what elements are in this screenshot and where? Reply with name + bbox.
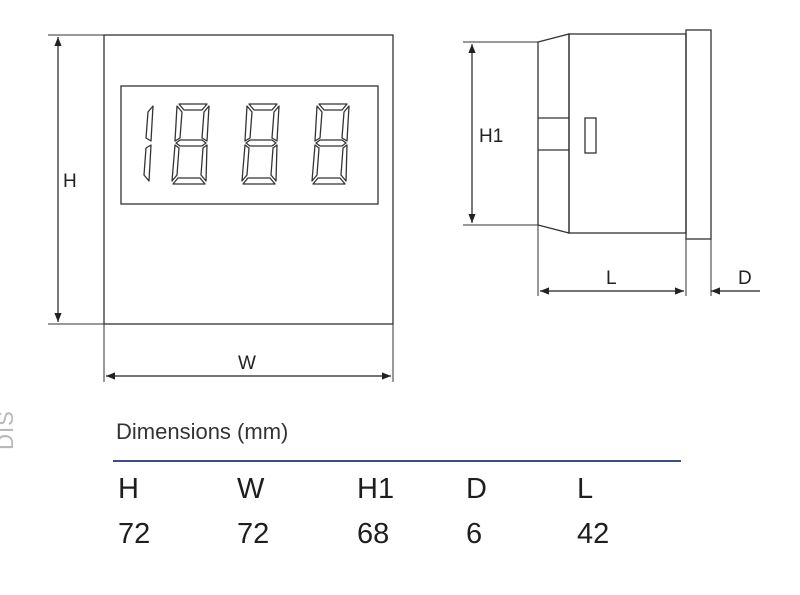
value-l: 42: [577, 518, 610, 550]
front-panel-outline: [103, 34, 394, 325]
display-window: [120, 85, 379, 205]
side-body: [568, 33, 687, 234]
header-h: H: [118, 473, 139, 505]
side-slot: [584, 117, 597, 154]
l-label: L: [606, 268, 617, 289]
side-bezel: [685, 29, 712, 240]
header-d: D: [466, 473, 487, 505]
table-title: Dimensions (mm): [116, 419, 289, 444]
d-label: D: [738, 268, 752, 289]
side-rear-taper: [537, 33, 570, 234]
header-h1: H1: [357, 473, 395, 505]
side-view: H1 L D: [463, 29, 760, 296]
h1-label: H1: [479, 126, 503, 147]
height-label: H: [63, 171, 77, 192]
value-h: 72: [118, 518, 151, 550]
header-l: L: [577, 473, 594, 505]
header-w: W: [237, 473, 265, 505]
value-w: 72: [237, 518, 270, 550]
value-d: 6: [466, 518, 483, 550]
display-digits: [143, 103, 350, 185]
side-tag: DIS: [0, 410, 18, 450]
value-h1: 68: [357, 518, 390, 550]
width-label: W: [238, 353, 256, 374]
front-view: H W: [48, 34, 394, 382]
table-rule: [113, 460, 681, 462]
